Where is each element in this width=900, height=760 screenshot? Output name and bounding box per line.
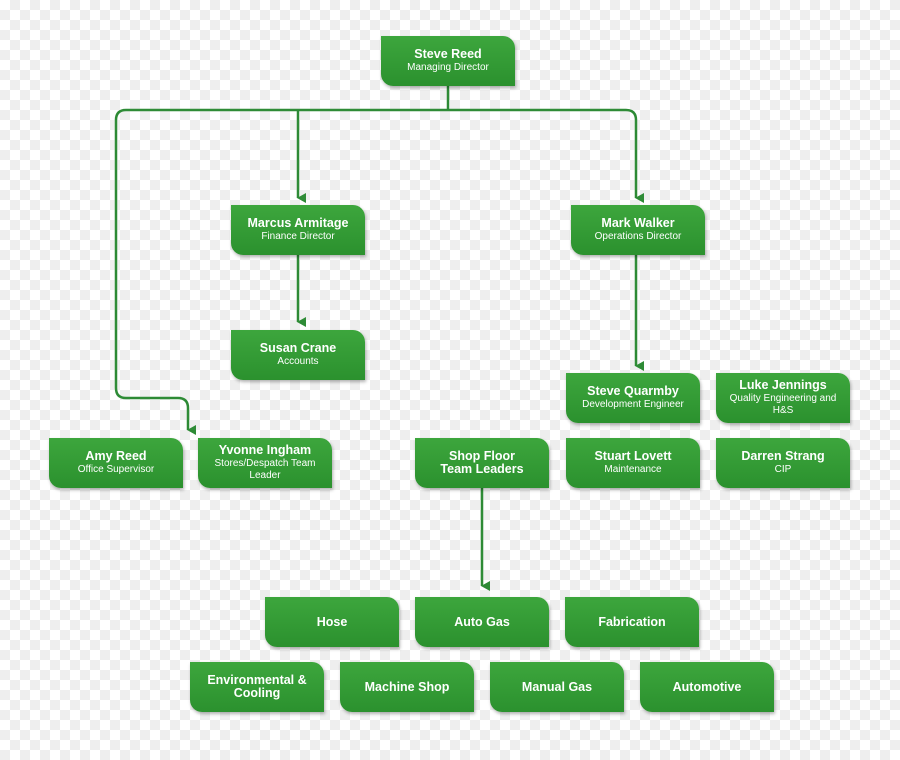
node-role: Quality Engineering and H&S [729,393,837,416]
node-name: Yvonne Ingham [218,443,312,457]
node-dept-fabrication[interactable]: Fabrication [565,597,699,647]
node-name: Amy Reed [85,449,147,463]
node-name: Fabrication [598,614,666,629]
node-dept-hose[interactable]: Hose [265,597,399,647]
node-stores-team-leader[interactable]: Yvonne Ingham Stores/Despatch Team Leade… [198,438,332,488]
node-name: Automotive [672,679,742,694]
node-name: Environmental & Cooling [207,673,307,700]
node-role: Stores/Despatch Team Leader [214,458,316,481]
node-name: Marcus Armitage [247,216,349,230]
node-shop-floor-team-leaders[interactable]: Shop Floor Team Leaders [415,438,549,488]
node-name: Mark Walker [601,216,675,230]
connector-md-bus [298,108,638,121]
node-name: Darren Strang [741,449,825,463]
node-dept-auto-gas[interactable]: Auto Gas [415,597,549,647]
node-name: Machine Shop [364,679,450,694]
node-role: Operations Director [594,231,682,242]
node-office-supervisor[interactable]: Amy Reed Office Supervisor [49,438,183,488]
node-role: Accounts [277,356,319,367]
node-accounts[interactable]: Susan Crane Accounts [231,330,365,380]
node-managing-director[interactable]: Steve Reed Managing Director [381,36,515,86]
node-name: Steve Quarmby [587,384,679,398]
node-name: Steve Reed [414,47,482,61]
node-maintenance[interactable]: Stuart Lovett Maintenance [566,438,700,488]
node-quality-engineering[interactable]: Luke Jennings Quality Engineering and H&… [716,373,850,423]
node-operations-director[interactable]: Mark Walker Operations Director [571,205,705,255]
node-name: Manual Gas [521,679,593,694]
node-name: Auto Gas [454,614,510,629]
node-dept-environmental-cooling[interactable]: Environmental & Cooling [190,662,324,712]
node-role: Maintenance [604,464,662,475]
node-name: Susan Crane [259,341,337,355]
node-name: Luke Jennings [739,378,827,392]
node-role: Managing Director [407,62,489,73]
node-role: CIP [774,464,792,475]
node-role: Finance Director [261,231,335,242]
node-role: Office Supervisor [77,464,155,475]
node-dept-manual-gas[interactable]: Manual Gas [490,662,624,712]
node-dept-automotive[interactable]: Automotive [640,662,774,712]
node-role: Development Engineer [582,399,684,410]
node-cip[interactable]: Darren Strang CIP [716,438,850,488]
node-development-engineer[interactable]: Steve Quarmby Development Engineer [566,373,700,423]
node-name: Hose [316,614,348,629]
node-name: Shop Floor Team Leaders [440,449,524,476]
node-name: Stuart Lovett [594,449,672,463]
node-dept-machine-shop[interactable]: Machine Shop [340,662,474,712]
node-finance-director[interactable]: Marcus Armitage Finance Director [231,205,365,255]
connector-md-to-office [114,108,298,435]
